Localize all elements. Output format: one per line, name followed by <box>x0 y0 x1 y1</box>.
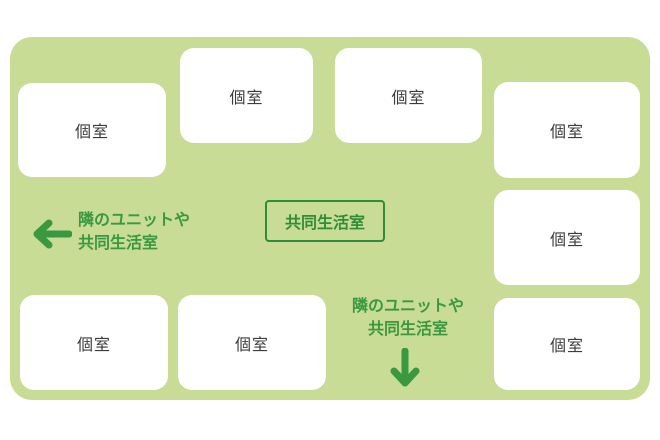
bottom-annotation: 隣のユニットや 共同生活室 <box>333 295 483 341</box>
room-label: 個室 <box>549 338 584 355</box>
bottom-annotation-line1: 隣のユニットや <box>351 298 464 315</box>
left-annotation-line1: 隣のユニットや <box>78 212 191 229</box>
room-label: 個室 <box>76 336 111 354</box>
room-label: 個室 <box>549 231 584 249</box>
room-label: 個室 <box>391 89 426 107</box>
room-box: 個室 <box>180 48 313 143</box>
room-box: 個室 <box>20 295 168 390</box>
arrow-left-icon <box>30 219 73 249</box>
room-label: 個室 <box>74 124 109 141</box>
room-box: 個室 <box>494 190 640 285</box>
left-annotation-line2: 共同生活室 <box>78 235 159 252</box>
common-living-room-label: 共同生活室 <box>284 215 365 232</box>
room-box: 個室 <box>494 82 640 178</box>
unit-panel: 個室 個室 個室 個室 個室 個室 個室 個室 共同生活室 <box>10 37 650 400</box>
common-living-room-box: 共同生活室 <box>265 200 385 242</box>
arrow-down-icon <box>390 347 420 390</box>
room-box: 個室 <box>335 48 482 143</box>
room-box: 個室 <box>18 83 166 177</box>
left-annotation: 隣のユニットや 共同生活室 <box>78 209 190 255</box>
room-label: 個室 <box>229 89 264 107</box>
room-label: 個室 <box>234 336 269 354</box>
room-box: 個室 <box>494 298 640 390</box>
bottom-annotation-line2: 共同生活室 <box>367 321 448 338</box>
room-box: 個室 <box>178 295 326 390</box>
room-label: 個室 <box>549 124 584 141</box>
